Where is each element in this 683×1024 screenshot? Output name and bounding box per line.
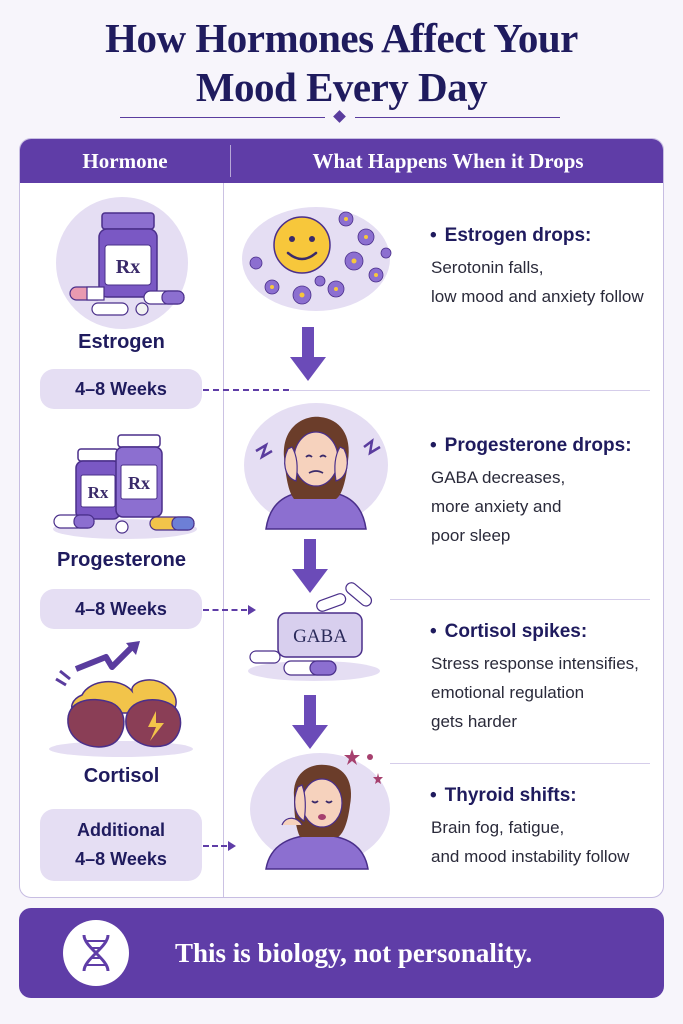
duration-pill-progesterone: 4–8 Weeks xyxy=(40,589,202,629)
hormone-table: Hormone What Happens When it Drops Rx Es… xyxy=(19,138,664,898)
effect-title-estrogen: •Estrogen drops: xyxy=(430,225,592,246)
row-rule-3 xyxy=(390,763,650,764)
rx-label-2: Rx xyxy=(88,483,109,502)
table-header: Hormone What Happens When it Drops xyxy=(20,139,663,183)
stressed-woman-icon xyxy=(244,403,388,530)
row-rule-2 xyxy=(390,599,650,600)
smiley-sun-icon xyxy=(242,207,392,311)
gaba-label: GABA xyxy=(293,626,347,647)
page-title: How Hormones Affect Your Mood Every Day xyxy=(0,14,683,112)
title-rule-left xyxy=(120,117,325,118)
effect-text-cortisol: Stress response intensifies, emotional r… xyxy=(431,654,639,731)
dna-icon xyxy=(82,934,110,972)
adrenal-gland-icon xyxy=(49,641,193,757)
column-divider xyxy=(223,183,224,897)
gaba-block-icon: GABA xyxy=(248,582,380,681)
header-hormone: Hormone xyxy=(82,149,168,173)
effect-text-thyroid: Brain fog, fatigue, and mood instability… xyxy=(431,818,630,866)
hormone-name-estrogen: Estrogen xyxy=(78,331,165,353)
arrow-down-icon xyxy=(290,327,326,381)
duration-estrogen: 4–8 Weeks xyxy=(75,378,167,399)
title-diamond xyxy=(333,110,346,123)
connector-arrow-3 xyxy=(228,841,236,851)
tired-woman-icon xyxy=(250,749,390,870)
duration-pill-estrogen: 4–8 Weeks xyxy=(40,369,202,409)
pill-bottle-icon: Rx xyxy=(69,212,185,316)
connector-dash-3 xyxy=(203,845,227,847)
hormone-name-cortisol: Cortisol xyxy=(83,765,160,787)
effect-text-progesterone: GABA decreases, more anxiety and poor sl… xyxy=(431,468,566,545)
header-divider xyxy=(230,145,231,177)
footer-text: This is biology, not personality. xyxy=(175,938,533,968)
duration-progesterone: 4–8 Weeks xyxy=(75,598,167,619)
connector-arrow-2 xyxy=(248,605,256,615)
connector-dash-1 xyxy=(203,389,289,391)
effect-title-thyroid: •Thyroid shifts: xyxy=(430,785,577,806)
rx-label-3: Rx xyxy=(128,473,150,493)
hormone-name-progesterone: Progesterone xyxy=(57,549,186,571)
title-line-1: How Hormones Affect Your xyxy=(105,15,578,61)
effect-title-cortisol: •Cortisol spikes: xyxy=(430,621,588,642)
duration-pill-cortisol: Additional 4–8 Weeks xyxy=(40,809,202,881)
title-line-2: Mood Every Day xyxy=(195,64,488,110)
rx-label: Rx xyxy=(116,256,140,278)
row-rule-1 xyxy=(290,390,650,391)
effect-text-estrogen: Serotonin falls, low mood and anxiety fo… xyxy=(431,258,644,306)
duration-cortisol-line2: 4–8 Weeks xyxy=(75,849,167,869)
header-effect: What Happens When it Drops xyxy=(312,149,584,173)
title-rule-right xyxy=(355,117,560,118)
arrow-down-icon xyxy=(292,695,328,749)
pill-bottles-icon: Rx Rx xyxy=(53,434,197,539)
arrow-down-icon xyxy=(292,539,328,593)
effect-title-progesterone: •Progesterone drops: xyxy=(430,435,632,456)
duration-cortisol-line1: Additional xyxy=(77,820,165,840)
connector-dash-2 xyxy=(203,609,247,611)
